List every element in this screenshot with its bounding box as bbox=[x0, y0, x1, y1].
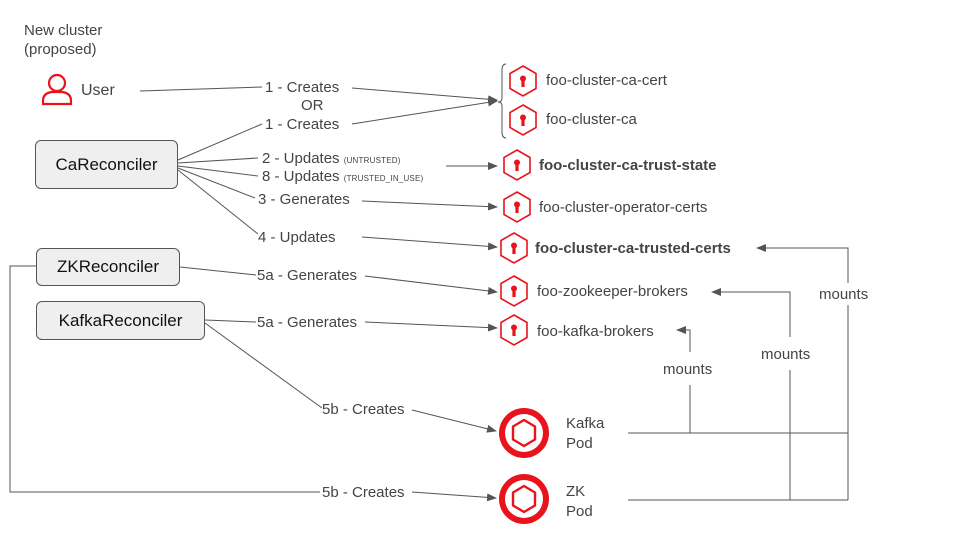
edge-kafka-creates-pod bbox=[204, 322, 496, 431]
edge-label-kafka-creates-pod: 5b - Creates bbox=[322, 401, 405, 418]
edge-mounts-trusted-certs bbox=[757, 248, 849, 500]
secret-zookeeper-brokers: foo-zookeeper-brokers bbox=[537, 283, 688, 300]
edge-ca-generates bbox=[177, 167, 497, 207]
trusted-tag: (TRUSTED_IN_USE) bbox=[343, 174, 424, 183]
secret-lock-icon bbox=[509, 104, 537, 136]
kafka-reconciler-box: KafkaReconciler bbox=[36, 301, 205, 340]
edge-label-zk-creates-pod: 5b - Creates bbox=[322, 484, 405, 501]
zk-pod-label: ZK Pod bbox=[566, 482, 593, 522]
edge-label-generates: 3 - Generates bbox=[258, 191, 350, 208]
secret-trusted-certs: foo-cluster-ca-trusted-certs bbox=[535, 240, 731, 257]
edge-kafka-generates bbox=[204, 320, 497, 328]
title-line2: (proposed) bbox=[24, 41, 97, 58]
updates-untrusted-text: 2 - Updates bbox=[262, 150, 340, 167]
edge-label-mounts-zk: mounts bbox=[761, 346, 811, 363]
secret-lock-icon bbox=[503, 191, 531, 223]
ca-reconciler-box: CaReconciler bbox=[35, 140, 178, 189]
updates-trusted-text: 8 - Updates bbox=[262, 168, 340, 185]
edge-label-mounts-trusted: mounts bbox=[819, 286, 869, 303]
secret-kafka-brokers: foo-kafka-brokers bbox=[537, 323, 654, 340]
secret-lock-icon bbox=[500, 314, 528, 346]
pod-hexagon-icon bbox=[499, 474, 549, 524]
untrusted-tag: (UNTRUSTED) bbox=[343, 156, 401, 165]
edge-user-creates bbox=[139, 86, 497, 100]
edge-ca-updates-trusted-certs bbox=[177, 169, 497, 247]
secret-lock-icon bbox=[500, 275, 528, 307]
secret-trust-state: foo-cluster-ca-trust-state bbox=[539, 157, 717, 174]
zk-reconciler-box: ZKReconciler bbox=[36, 248, 180, 286]
edge-label-ca-creates: 1 - Creates bbox=[265, 116, 340, 133]
edge-label-user-creates: 1 - Creates bbox=[265, 79, 340, 96]
edge-label-updates-untrusted: 2 - Updates (UNTRUSTED) bbox=[262, 151, 401, 166]
zk-pod-line2: Pod bbox=[566, 503, 593, 520]
secret-lock-icon bbox=[503, 149, 531, 181]
edge-kafka-mounts-brokers bbox=[628, 330, 848, 434]
secret-lock-icon bbox=[500, 232, 528, 264]
kafka-pod-label: Kafka Pod bbox=[566, 414, 604, 454]
edge-ca-creates bbox=[177, 101, 497, 161]
edges bbox=[9, 86, 849, 501]
edge-zk-generates bbox=[179, 266, 497, 292]
secret-lock-icon bbox=[509, 65, 537, 97]
user-label: User bbox=[81, 82, 115, 99]
user-icon bbox=[41, 73, 73, 106]
secret-pair-bracket bbox=[497, 63, 507, 139]
secret-cluster-ca-cert: foo-cluster-ca-cert bbox=[546, 72, 667, 89]
edge-ca-updates-trusted-in-use bbox=[177, 165, 259, 177]
kafka-pod-line2: Pod bbox=[566, 435, 593, 452]
edge-ca-updates-trust-state bbox=[177, 158, 497, 166]
edge-label-or: OR bbox=[301, 97, 324, 114]
edge-label-zk-generates: 5a - Generates bbox=[257, 267, 358, 284]
edge-label-mounts-kafka: mounts bbox=[663, 361, 713, 378]
zk-pod-line1: ZK bbox=[566, 483, 586, 500]
secret-cluster-ca: foo-cluster-ca bbox=[546, 111, 637, 128]
edge-zk-creates-pod bbox=[9, 265, 496, 498]
title-line1: New cluster bbox=[24, 22, 103, 39]
edge-label-updates-trusted-certs: 4 - Updates bbox=[258, 229, 336, 246]
pod-hexagon-icon bbox=[499, 408, 549, 458]
edge-zk-mounts-brokers bbox=[628, 292, 848, 501]
diagram-title: New cluster (proposed) bbox=[24, 21, 102, 59]
secret-operator-certs: foo-cluster-operator-certs bbox=[539, 199, 708, 216]
edge-label-updates-trusted: 8 - Updates (TRUSTED_IN_USE) bbox=[262, 168, 424, 185]
kafka-pod-line1: Kafka bbox=[566, 415, 605, 432]
edge-label-kafka-generates: 5a - Generates bbox=[257, 314, 358, 331]
